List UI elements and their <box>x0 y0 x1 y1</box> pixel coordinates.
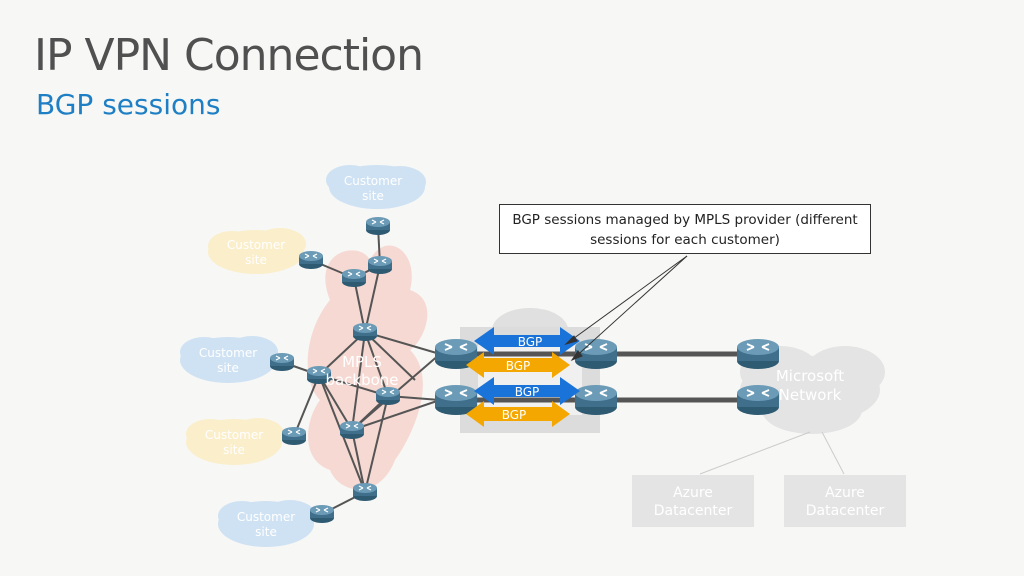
router-icon <box>375 386 401 406</box>
cloud-label: site <box>217 361 239 375</box>
azure-datacenter-1: Azure Datacenter <box>632 475 754 527</box>
page-subtitle: BGP sessions <box>36 88 221 121</box>
bgp-arrow-orange-2 <box>466 401 570 427</box>
router-icon <box>269 352 295 372</box>
bgp-arrow-orange-1 <box>466 352 570 378</box>
datacenter-label: Datacenter <box>806 503 885 519</box>
bgp-arrow-blue-1 <box>474 327 580 355</box>
router-icon <box>365 216 391 236</box>
router-icon <box>298 250 324 270</box>
customer-site-cloud-3 <box>180 336 278 383</box>
bgp-label: BGP <box>506 359 531 373</box>
page-title: IP VPN Connection <box>34 30 424 81</box>
bgp-label: BGP <box>515 385 540 399</box>
cloud-label: Customer <box>199 346 257 360</box>
bgp-arrow-blue-2 <box>474 377 580 405</box>
customer-site-cloud-2 <box>208 228 306 274</box>
router-icon <box>339 420 365 440</box>
azure-datacenter-2: Azure Datacenter <box>784 475 906 527</box>
customer-site-cloud-1 <box>326 165 426 209</box>
router-icon <box>281 426 307 446</box>
router-icon <box>352 482 378 502</box>
cloud-label: site <box>362 189 384 203</box>
datacenter-links <box>699 431 845 475</box>
customer-site-cloud-5 <box>218 500 316 547</box>
mpls-label: MPLS <box>342 353 382 371</box>
pe-router-icon <box>434 384 478 416</box>
mpls-label: backbone <box>325 371 398 389</box>
ms-router-icon <box>736 338 780 370</box>
bgp-callout: BGP sessions managed by MPLS provider (d… <box>499 204 871 254</box>
cloud-label: Customer <box>227 238 285 252</box>
router-icon <box>309 504 335 524</box>
bgp-label: BGP <box>518 335 543 349</box>
customer-site-cloud-4 <box>186 418 284 465</box>
mpls-backbone-cloud <box>307 245 428 490</box>
router-icon <box>352 322 378 342</box>
datacenter-label: Azure <box>825 485 865 501</box>
datacenter-label: Azure <box>673 485 713 501</box>
cloud-label: Customer <box>205 428 263 442</box>
msee-router-icon <box>574 384 618 416</box>
microsoft-network-label: Microsoft <box>776 367 844 385</box>
msee-router-icon <box>574 338 618 370</box>
ms-router-icon <box>736 384 780 416</box>
datacenter-label: Datacenter <box>654 503 733 519</box>
cloud-label: site <box>255 525 277 539</box>
cloud-label: Customer <box>344 174 402 188</box>
router-icon <box>367 255 393 275</box>
bgp-label: BGP <box>502 408 527 422</box>
cloud-label: Customer <box>237 510 295 524</box>
peering-links <box>458 351 760 403</box>
router-icon <box>341 268 367 288</box>
callout-pointer <box>564 255 688 362</box>
cloud-label: site <box>245 253 267 267</box>
cloud-label: site <box>223 443 245 457</box>
microsoft-network-label: Network <box>779 386 842 404</box>
